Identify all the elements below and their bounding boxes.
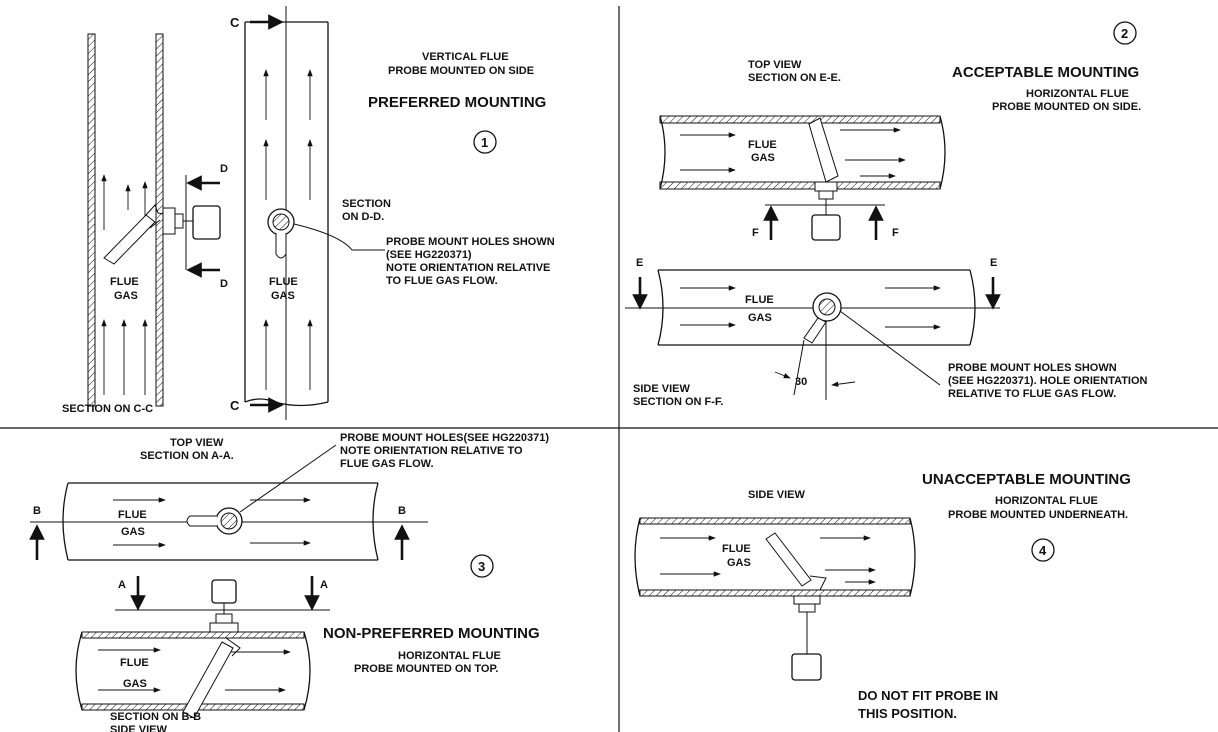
cut-c-top: C	[230, 15, 240, 30]
flue-gas-4: FLUE	[722, 543, 751, 555]
number-4: 4	[1039, 543, 1047, 558]
quadrant-unacceptable-mounting: SIDE VIEW UNACCEPTABLE MOUNTING HORIZONT…	[634, 471, 1131, 721]
probe-mount-hole-aa	[186, 507, 243, 535]
side-view-label: SIDE VIEW	[633, 383, 690, 395]
section-bb-label: SECTION ON B-B	[110, 711, 201, 723]
flue-wall-left	[87, 33, 96, 407]
flue-gas-4: GAS	[727, 557, 751, 569]
number-1: 1	[481, 135, 488, 150]
section-ff-label: SECTION ON F-F.	[633, 396, 723, 408]
cut-d-bottom: D	[220, 278, 228, 290]
number-badge-4	[1031, 538, 1055, 562]
probe-mount-note: (SEE HG220371)	[386, 249, 472, 261]
probe-side-sub: PROBE MOUNTED ON SIDE.	[992, 101, 1141, 113]
angle-30-label: 30	[795, 376, 807, 388]
probe-horizontal-side	[808, 117, 841, 241]
top-view-label: TOP VIEW	[748, 59, 802, 71]
cut-a-left: A	[118, 579, 126, 591]
preferred-mounting-heading: PREFERRED MOUNTING	[368, 94, 546, 111]
section-aa-label: SECTION ON A-A.	[140, 450, 234, 462]
probe-mounted-side-title: PROBE MOUNTED ON SIDE	[388, 65, 534, 77]
side-view-label-3: SIDE VIEW	[110, 724, 167, 732]
section-dd-label: SECTION	[342, 198, 391, 210]
cut-a-right: A	[320, 579, 328, 591]
warning-line-1: DO NOT FIT PROBE IN	[858, 688, 998, 703]
cut-f-left: F	[752, 227, 759, 239]
probe-top-sub: PROBE MOUNTED ON TOP.	[354, 663, 498, 675]
top-view-label-3: TOP VIEW	[170, 437, 224, 449]
horizontal-flue-sub-4: HORIZONTAL FLUE	[995, 495, 1098, 507]
acceptable-mounting-heading: ACCEPTABLE MOUNTING	[952, 64, 1139, 81]
flue-gas-top-3: FLUE	[118, 509, 147, 521]
unacceptable-heading: UNACCEPTABLE MOUNTING	[922, 471, 1131, 488]
section-ee-label: SECTION ON E-E.	[748, 72, 841, 84]
cut-c-bottom: C	[230, 398, 240, 413]
flue-gas-label-right: FLUE	[269, 276, 298, 288]
probe-underneath-sub: PROBE MOUNTED UNDERNEATH.	[948, 509, 1128, 521]
cut-d-top: D	[220, 163, 228, 175]
probe-mount-note: NOTE ORIENTATION RELATIVE	[386, 262, 550, 274]
vertical-flue-title: VERTICAL FLUE	[422, 51, 509, 63]
cut-e-left: E	[636, 257, 643, 269]
probe-vertical-side	[103, 204, 221, 265]
flue-gas-side-3: FLUE	[120, 657, 149, 669]
probe-mount-hole-ff	[803, 292, 842, 344]
probe-holes-note-3: FLUE GAS FLOW.	[340, 458, 434, 470]
flue-gas-side-view: FLUE	[745, 294, 774, 306]
flue-gas-label-left: FLUE	[110, 276, 139, 288]
probe-holes-note: RELATIVE TO FLUE GAS FLOW.	[948, 388, 1116, 400]
number-3: 3	[478, 559, 485, 574]
cut-b-left: B	[33, 505, 41, 517]
horizontal-flue-sub-3: HORIZONTAL FLUE	[398, 650, 501, 662]
side-view-label-4: SIDE VIEW	[748, 489, 805, 501]
quadrant-acceptable-mounting: 2 ACCEPTABLE MOUNTING HORIZONTAL FLUE PR…	[625, 21, 1148, 408]
flue-gas-top-3: GAS	[121, 526, 145, 538]
section-cc-label: SECTION ON C-C	[62, 403, 153, 415]
warning-line-2: THIS POSITION.	[858, 706, 957, 721]
section-dd-label: ON D-D.	[342, 211, 384, 223]
quadrant-non-preferred-mounting: TOP VIEW SECTION ON A-A. PROBE MOUNT HOL…	[29, 432, 549, 732]
probe-holes-note: (SEE HG220371). HOLE ORIENTATION	[948, 375, 1148, 387]
flue-gas-label-right: GAS	[271, 290, 295, 302]
probe-mount-note: PROBE MOUNT HOLES SHOWN	[386, 236, 555, 248]
cut-f-right: F	[892, 227, 899, 239]
flue-gas-label-left: GAS	[114, 290, 138, 302]
flue-gas-side-3: GAS	[123, 678, 147, 690]
flue-gas-top-view: GAS	[751, 152, 775, 164]
flue-gas-top-view: FLUE	[748, 139, 777, 151]
flue-gas-side-view: GAS	[748, 312, 772, 324]
probe-holes-note: PROBE MOUNT HOLES SHOWN	[948, 362, 1117, 374]
number-badge-2	[1113, 21, 1137, 45]
probe-horizontal-underneath	[765, 532, 827, 681]
probe-holes-note-3: NOTE ORIENTATION RELATIVE TO	[340, 445, 523, 457]
horizontal-flue-sub: HORIZONTAL FLUE	[1026, 88, 1129, 100]
probe-horizontal-top	[182, 579, 241, 719]
cut-b-right: B	[398, 505, 406, 517]
number-badge-1	[473, 130, 497, 154]
number-2: 2	[1121, 26, 1128, 41]
number-badge-3	[470, 554, 494, 578]
probe-mount-hole-dd	[267, 208, 295, 259]
quadrant-preferred-mounting: D D FLUE GAS SECTION ON C-C C C FLUE GAS…	[62, 6, 555, 420]
non-preferred-heading: NON-PREFERRED MOUNTING	[323, 625, 540, 642]
cut-e-right: E	[990, 257, 997, 269]
probe-holes-note-3: PROBE MOUNT HOLES(SEE HG220371)	[340, 432, 549, 444]
probe-mount-note: TO FLUE GAS FLOW.	[386, 275, 498, 287]
